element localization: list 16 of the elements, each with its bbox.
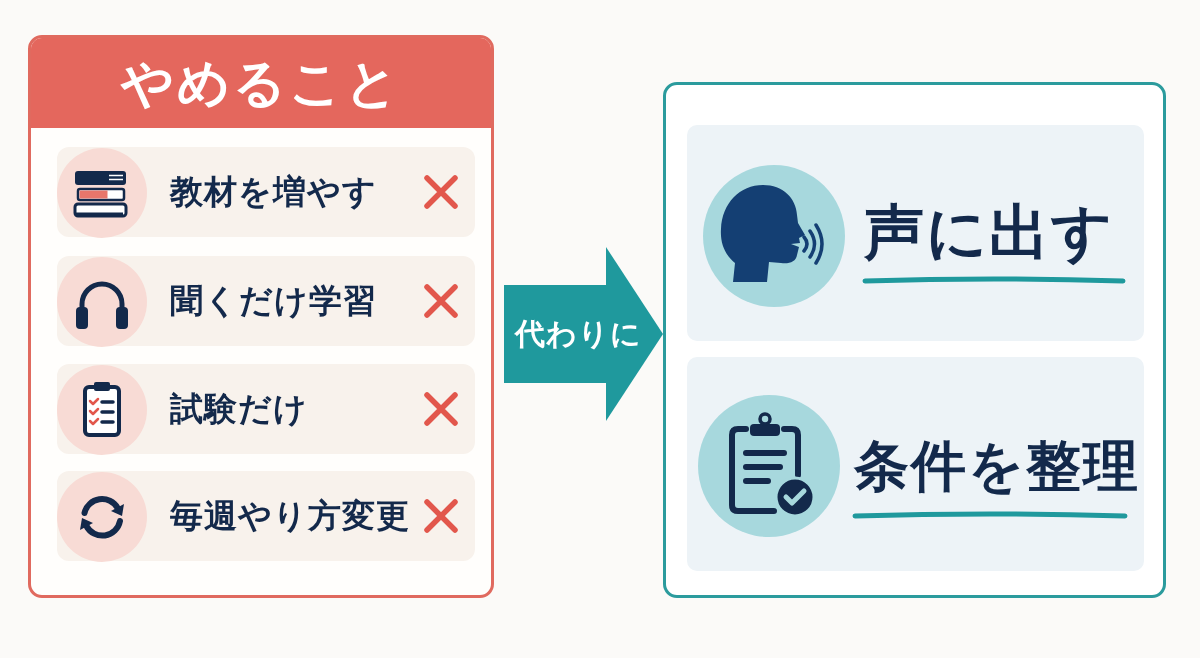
item-text: 毎週やり方変更 xyxy=(170,496,410,536)
item-text: 聞くだけ学習 xyxy=(170,281,377,321)
list-row xyxy=(57,471,475,561)
card-title: 条件を整理 xyxy=(854,433,1140,499)
list-row xyxy=(57,364,475,454)
panel xyxy=(28,35,494,598)
panel xyxy=(663,82,1166,598)
item-text: 試験だけ xyxy=(170,389,308,429)
edge-label: 代わりに xyxy=(515,316,642,352)
option-card xyxy=(687,125,1144,341)
card-title: 声に出す xyxy=(864,196,1114,268)
panel-heading: やめること xyxy=(31,38,491,128)
option-card xyxy=(687,357,1144,571)
list-row xyxy=(57,147,475,237)
item-text: 教材を増やす xyxy=(170,172,377,212)
list-row xyxy=(57,256,475,346)
